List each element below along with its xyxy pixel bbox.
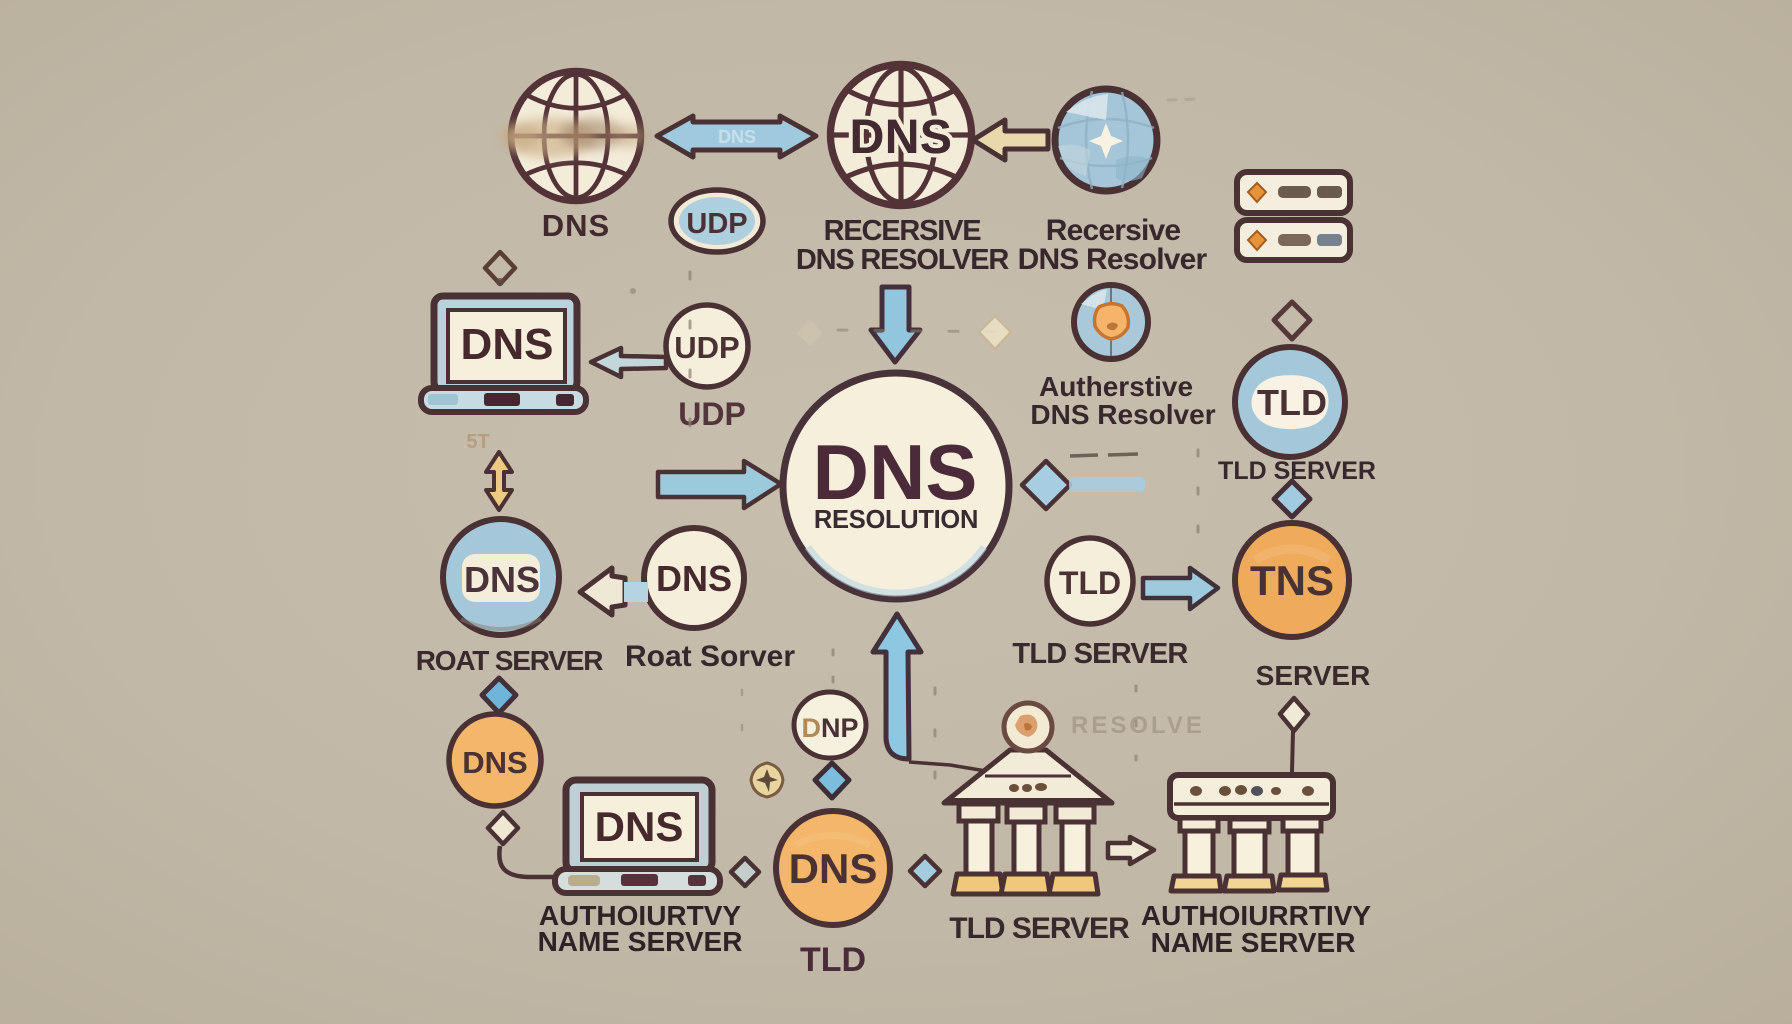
- svg-text:DNS: DNS: [542, 208, 610, 243]
- svg-text:RESOLVE: RESOLVE: [1071, 712, 1205, 739]
- svg-text:DNS Resolver: DNS Resolver: [1018, 243, 1208, 276]
- svg-text:TLD: TLD: [1257, 382, 1327, 423]
- svg-text:DNS Resolver: DNS Resolver: [1030, 399, 1215, 430]
- svg-text:DNS: DNS: [850, 111, 953, 164]
- svg-text:DNS RESOLVER: DNS RESOLVER: [796, 244, 1010, 276]
- svg-text:TNS: TNS: [1250, 557, 1334, 604]
- svg-text:ROAT SERVER: ROAT SERVER: [416, 645, 603, 676]
- svg-text:DNS: DNS: [462, 745, 527, 780]
- svg-text:RESOLUTION: RESOLUTION: [814, 506, 978, 534]
- svg-text:UDP: UDP: [686, 208, 747, 240]
- svg-text:NAME SERVER: NAME SERVER: [538, 926, 743, 957]
- svg-text:Autherstive: Autherstive: [1039, 371, 1193, 402]
- svg-text:DNS: DNS: [461, 320, 554, 369]
- svg-text:DNS: DNS: [813, 428, 978, 516]
- svg-text:SERVER: SERVER: [1256, 660, 1371, 691]
- svg-text:5T: 5T: [466, 431, 489, 453]
- svg-text:UDP: UDP: [678, 396, 746, 432]
- svg-text:DNP: DNP: [801, 713, 858, 743]
- svg-text:DNS: DNS: [656, 558, 732, 599]
- svg-text:Roat Sorver: Roat Sorver: [625, 640, 795, 673]
- svg-text:TLD: TLD: [800, 941, 866, 979]
- svg-text:DNS: DNS: [789, 845, 878, 892]
- svg-text:DNS: DNS: [718, 127, 756, 147]
- svg-text:AUTHOIURRTIVY: AUTHOIURRTIVY: [1141, 900, 1372, 931]
- svg-text:TLD: TLD: [1059, 565, 1121, 601]
- svg-text:DNS: DNS: [850, 111, 953, 164]
- svg-text:UDP: UDP: [674, 330, 739, 365]
- svg-text:TLD SERVER: TLD SERVER: [1218, 457, 1376, 485]
- svg-text:RECERSIVE: RECERSIVE: [824, 215, 982, 247]
- svg-text:DNS: DNS: [464, 559, 540, 600]
- svg-text:DNS: DNS: [595, 803, 684, 850]
- svg-text:TLD SERVER: TLD SERVER: [949, 912, 1130, 945]
- svg-text:Recersive: Recersive: [1046, 214, 1181, 247]
- svg-text:AUTHOIURTVY: AUTHOIURTVY: [539, 900, 742, 931]
- svg-text:NAME SERVER: NAME SERVER: [1151, 927, 1356, 958]
- svg-text:TLD SERVER: TLD SERVER: [1012, 638, 1188, 670]
